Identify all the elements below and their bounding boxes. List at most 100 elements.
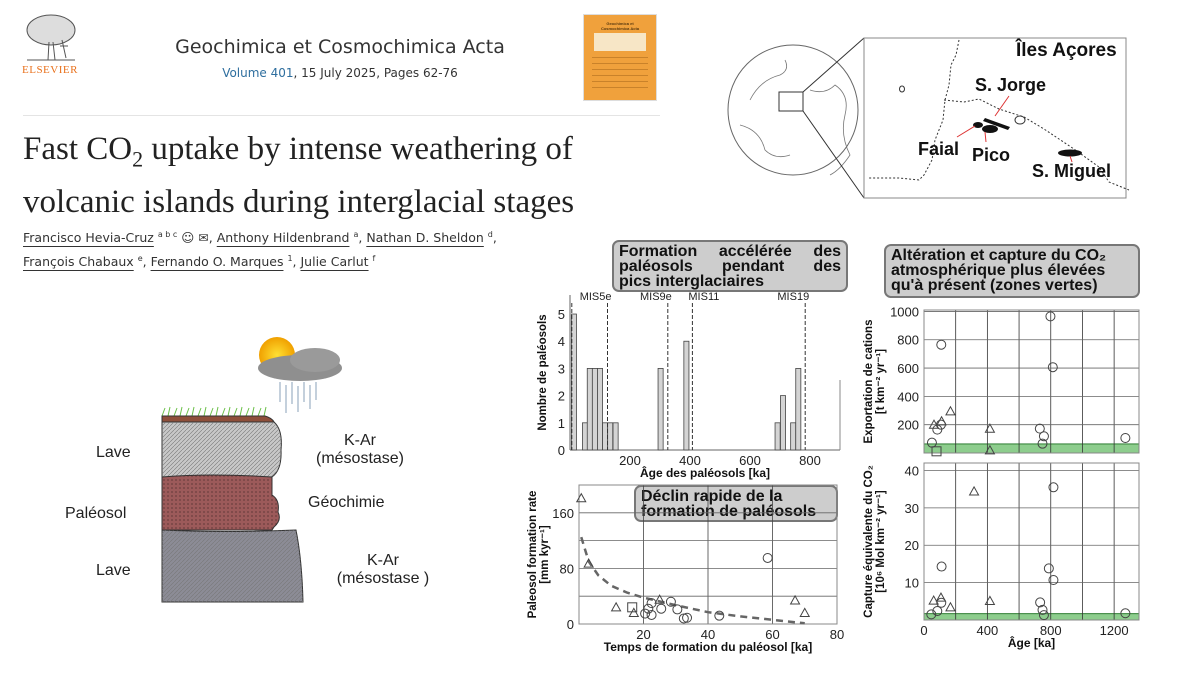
method-label: K-Ar(mésostase)	[315, 432, 405, 467]
x-tick-label: 40	[701, 627, 715, 642]
journal-cover-thumbnail[interactable]: Geochimica et Cosmochimica Acta	[583, 14, 657, 101]
azores-location-map	[727, 37, 1130, 199]
island-label: Faial	[918, 139, 960, 159]
x-axis-label: Âge des paléosols [ka]	[640, 465, 770, 480]
geological-section-diagram	[161, 337, 342, 603]
data-point-circle	[1037, 438, 1048, 449]
x-tick-label: 80	[830, 627, 844, 642]
histogram-bar	[774, 422, 781, 451]
present-day-band	[923, 613, 1140, 621]
soil-layer	[161, 415, 275, 423]
x-tick-label: 0	[920, 623, 927, 638]
data-point-circle	[640, 608, 651, 619]
x-tick-label: 400	[679, 453, 701, 468]
x-tick-label: 20	[636, 627, 650, 642]
x-tick-label: 1200	[1100, 623, 1129, 638]
data-point-circle	[1038, 431, 1049, 442]
author-link[interactable]: Anthony Hildenbrand	[216, 230, 350, 246]
x-axis-label: Âge [ka]	[1008, 635, 1055, 650]
y-axis-label: Capture équivalente du CO₂	[863, 465, 875, 618]
y-tick-label: 5	[558, 307, 565, 322]
header-divider	[23, 115, 660, 116]
y-tick-label: 0	[567, 617, 574, 632]
data-point-circle	[1037, 604, 1048, 615]
issue-details: , 15 July 2025, Pages 62-76	[293, 66, 458, 80]
data-point-triangle	[936, 415, 947, 426]
data-point-triangle	[799, 607, 811, 617]
method-label: K-Ar(mésostase )	[336, 552, 430, 587]
email-icon[interactable]: ✉	[198, 230, 209, 246]
y-tick-label: 200	[897, 418, 919, 433]
author-list-line1: Francisco Hevia-Cruz a b c ☺ ✉, Anthony …	[23, 230, 497, 246]
data-point-circle	[926, 609, 937, 620]
data-point-triangle	[610, 601, 622, 612]
cover-contents	[594, 33, 646, 51]
data-point-circle	[936, 339, 947, 350]
x-axis-label: Temps de formation du paléosol [ka]	[604, 640, 812, 654]
author-link[interactable]: Julie Carlut	[300, 254, 369, 270]
data-point-circle	[1048, 482, 1059, 493]
y-tick-label: 1000	[890, 304, 919, 319]
y-axis-label: [t km⁻² yr⁻¹]	[875, 349, 887, 414]
publisher-logo-text: ELSEVIER	[22, 64, 78, 76]
author-link[interactable]: François Chabaux	[23, 254, 134, 270]
y-tick-label: 20	[905, 538, 919, 553]
globe-icon	[727, 44, 859, 176]
author-link[interactable]: Nathan D. Sheldon	[366, 230, 484, 246]
person-icon[interactable]: ☺	[181, 230, 195, 246]
x-tick-label: 200	[619, 453, 641, 468]
y-tick-label: 40	[905, 463, 919, 478]
data-point-triangle	[984, 444, 996, 455]
histogram-bar	[790, 422, 797, 451]
author-link[interactable]: Francisco Hevia-Cruz	[23, 230, 154, 246]
data-point-triangle	[789, 594, 801, 605]
data-point-circle	[643, 603, 654, 614]
y-tick-label: 3	[558, 361, 565, 376]
data-point-circle	[656, 603, 667, 614]
data-point-triangle	[628, 607, 640, 617]
data-point-triangle	[928, 595, 940, 605]
data-point-triangle	[928, 419, 940, 429]
author-link[interactable]: Fernando O. Marques	[150, 254, 284, 270]
data-point-circle	[762, 552, 773, 563]
histogram-bar	[657, 368, 664, 451]
data-point-triangle	[583, 558, 595, 568]
histogram-bar	[607, 422, 614, 451]
y-tick-label: 400	[897, 389, 919, 404]
y-tick-label: 160	[552, 506, 574, 521]
y-tick-label: 80	[560, 561, 574, 576]
data-point-triangle	[984, 595, 996, 606]
data-point-circle	[714, 610, 725, 621]
x-tick-label: 800	[799, 453, 821, 468]
y-tick-label: 1	[558, 416, 565, 431]
y-tick-label: 30	[905, 501, 919, 516]
data-point-triangle	[945, 601, 956, 612]
inset-map-frame	[863, 37, 1127, 199]
data-point-circle	[1045, 311, 1056, 322]
x-tick-label: 400	[977, 623, 999, 638]
data-point-circle	[932, 606, 943, 617]
journal-issue-info: Volume 401, 15 July 2025, Pages 62-76	[160, 66, 520, 80]
histogram-bar	[683, 340, 690, 451]
y-axis-label: Exportation de cations	[863, 320, 875, 444]
journal-title[interactable]: Geochimica et Cosmochimica Acta	[175, 36, 505, 58]
cover-title: Geochimica et Cosmochimica Acta	[600, 21, 640, 31]
plot-frame	[923, 462, 1140, 621]
layer-label: Lave	[96, 562, 131, 579]
data-point-circle	[646, 609, 657, 620]
rain-cloud-icon	[258, 348, 342, 413]
locator-box	[778, 91, 804, 112]
island-label: S. Jorge	[975, 75, 1047, 95]
volume-link[interactable]: Volume 401	[222, 66, 294, 80]
method-label: Géochimie	[308, 494, 385, 511]
data-point-circle	[1120, 432, 1131, 443]
histogram-bar	[591, 368, 598, 451]
y-tick-label: 10	[905, 576, 919, 591]
histogram-bar	[570, 313, 577, 451]
y-tick-label: 2	[558, 389, 565, 404]
author-list-line2: François Chabaux e, Fernando O. Marques …	[23, 254, 376, 270]
data-point-square	[931, 446, 942, 457]
